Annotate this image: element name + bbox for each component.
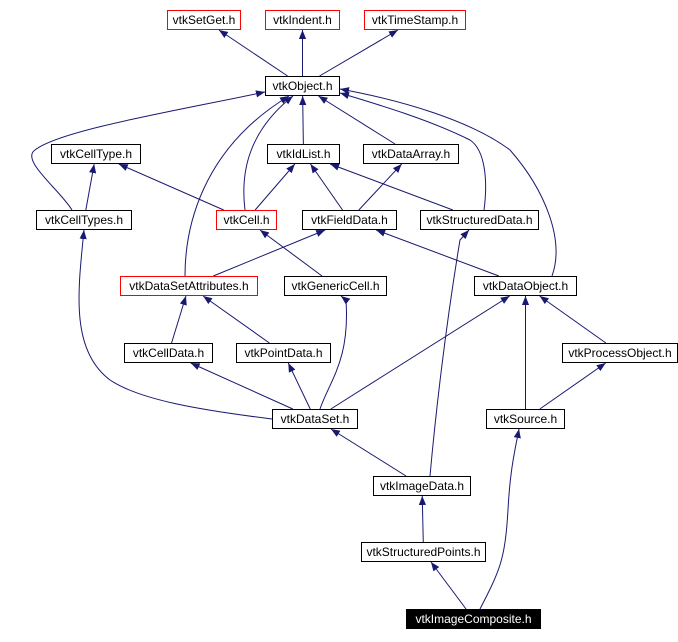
edge-fielddata-to-idlist [310,163,343,211]
edge-celldata-to-datasetattributes [171,295,187,344]
edge-object-to-timestamp [319,29,399,77]
node-structuredpoints[interactable]: vtkStructuredPoints.h [361,542,486,562]
node-cell[interactable]: vtkCell.h [216,210,277,230]
edge-imagecomposite-to-source [479,428,521,610]
edge-pointdata-to-datasetattributes [202,295,270,344]
edge-dataset-to-dataobject [330,295,510,410]
node-setget[interactable]: vtkSetGet.h [167,10,241,30]
edge-source-to-processobject [539,362,606,410]
node-imagecomposite: vtkImageComposite.h [406,609,541,629]
node-source[interactable]: vtkSource.h [486,409,565,429]
edge-idlist-to-object [299,95,307,145]
edge-cell-to-object [243,95,294,211]
node-celltypes[interactable]: vtkCellTypes.h [36,210,132,230]
edge-celltypes-to-celltype [85,163,97,211]
edge-imagedata-to-dataset [330,428,407,477]
edge-cell-to-celltype [118,163,224,211]
edge-dataset-to-celldata [190,362,294,410]
node-idlist[interactable]: vtkIdList.h [267,144,340,164]
edge-genericcell-to-cell [259,229,323,277]
node-celldata[interactable]: vtkCellData.h [124,343,213,363]
node-indent[interactable]: vtkIndent.h [265,10,340,30]
node-imagedata[interactable]: vtkImageData.h [373,476,471,496]
node-pointdata[interactable]: vtkPointData.h [236,343,331,363]
edge-dataset-to-celltypes [78,229,273,420]
node-dataobject[interactable]: vtkDataObject.h [474,276,577,296]
edge-imagedata-to-structureddata [429,229,470,477]
edge-dataobject-to-object [339,87,557,277]
edge-object-to-setget [218,29,288,77]
node-datasetattributes[interactable]: vtkDataSetAttributes.h [120,276,258,296]
node-timestamp[interactable]: vtkTimeStamp.h [364,10,466,30]
node-dataset[interactable]: vtkDataSet.h [272,409,358,429]
edge-processobject-to-dataobject [539,295,607,344]
edge-datasetattributes-to-object [184,95,290,277]
node-dataarray[interactable]: vtkDataArray.h [363,144,459,164]
edge-dataset-to-pointdata [287,362,311,410]
edge-celltypes-to-object [31,90,266,211]
edge-cell-to-idlist [254,163,296,211]
edge-dataobject-to-fielddata [375,229,500,277]
edge-fielddata-to-dataarray [358,163,403,211]
node-object[interactable]: vtkObject.h [265,76,340,96]
edge-structureddata-to-object [339,92,487,211]
edge-structuredpoints-to-imagedata [418,495,427,543]
node-processobject[interactable]: vtkProcessObject.h [562,343,678,363]
edge-imagecomposite-to-structuredpoints [430,561,467,610]
edge-datasetattributes-to-fielddata [213,229,326,277]
edge-structureddata-to-idlist [329,163,454,211]
node-fielddata[interactable]: vtkFieldData.h [302,210,397,230]
node-structureddata[interactable]: vtkStructuredData.h [420,210,539,230]
node-celltype[interactable]: vtkCellType.h [51,144,141,164]
edge-dataarray-to-object [318,95,396,145]
node-genericcell[interactable]: vtkGenericCell.h [284,276,387,296]
edge-dataset-to-genericcell [319,295,351,410]
